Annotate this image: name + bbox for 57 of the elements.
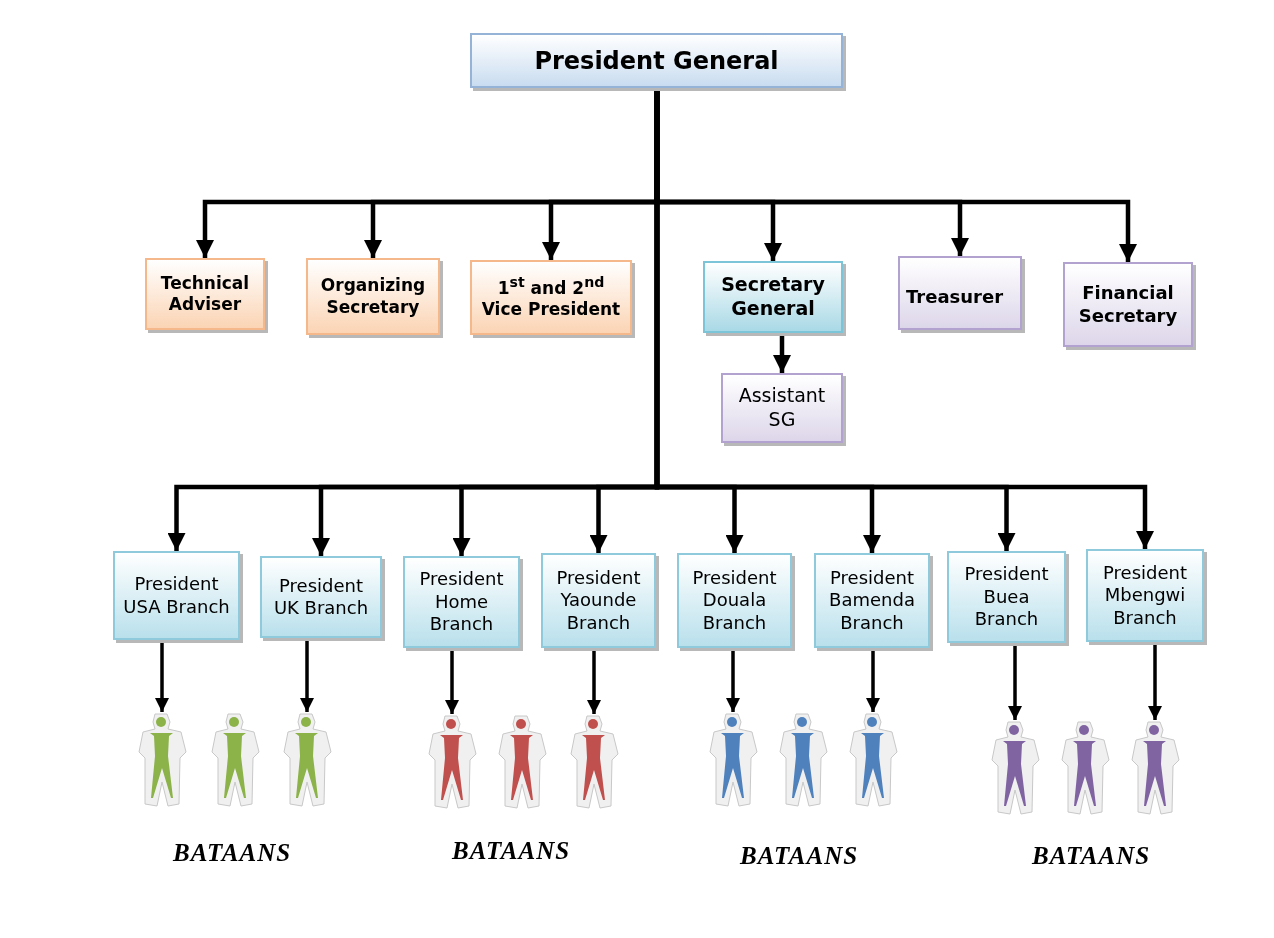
role-box <box>947 551 1066 643</box>
person-icon <box>210 712 260 808</box>
arrow <box>155 640 169 712</box>
role-box <box>113 551 240 640</box>
role-box <box>1063 262 1193 347</box>
arrow <box>1008 643 1022 720</box>
role-title: Organizing Secretary <box>319 274 427 319</box>
role-box <box>541 553 656 648</box>
arrow <box>587 648 601 714</box>
role-box <box>470 260 632 335</box>
person-icon <box>427 714 477 810</box>
group-label: BATAANS <box>1032 842 1151 870</box>
role-title: President USA Branch <box>122 572 231 619</box>
role-box <box>721 373 843 443</box>
arrow <box>445 648 459 714</box>
person-icon <box>708 712 758 808</box>
arrow <box>300 638 314 712</box>
person-icon <box>990 720 1040 816</box>
arrow <box>773 333 791 373</box>
role-box <box>306 258 440 335</box>
group-label: BATAANS <box>740 842 859 870</box>
role-box <box>1086 549 1204 642</box>
role-title: Secretary General <box>720 272 826 321</box>
role-title: President Buea Branch <box>963 562 1050 632</box>
role-box <box>898 256 1022 330</box>
role-title: Technical Adviser <box>159 271 251 316</box>
person-icon <box>282 712 332 808</box>
person-icon <box>778 712 828 808</box>
arrow <box>726 648 740 712</box>
role-title: President Bamenda Branch <box>828 565 916 635</box>
role-title: President Douala Branch <box>691 565 778 635</box>
role-title: President Home Branch <box>418 567 505 637</box>
arrow <box>866 648 880 712</box>
role-box <box>403 556 520 648</box>
role-box <box>145 258 265 330</box>
role-title: Financial Secretary <box>1077 281 1179 328</box>
role-box <box>470 33 843 88</box>
group-label: BATAANS <box>173 839 292 867</box>
role-title: President UK Branch <box>272 573 370 620</box>
role-box <box>260 556 382 638</box>
role-title: President General <box>533 45 780 77</box>
person-icon <box>1130 720 1180 816</box>
person-icon <box>137 712 187 808</box>
role-title: Assistant SG <box>737 383 827 432</box>
arrow <box>1148 642 1162 720</box>
role-title: 1$^{st}$ and 2$^{nd}$ Vice President <box>480 273 622 322</box>
person-icon <box>1060 720 1110 816</box>
role-box <box>703 261 843 333</box>
role-box <box>814 553 930 648</box>
role-title: President Yaounde Branch <box>555 565 642 635</box>
person-icon <box>569 714 619 810</box>
group-label: BATAANS <box>452 837 571 865</box>
person-icon <box>848 712 898 808</box>
role-title: Treasurer <box>905 284 1005 309</box>
role-box <box>677 553 792 648</box>
role-title: President Mbengwi Branch <box>1102 560 1188 630</box>
person-icon <box>497 714 547 810</box>
